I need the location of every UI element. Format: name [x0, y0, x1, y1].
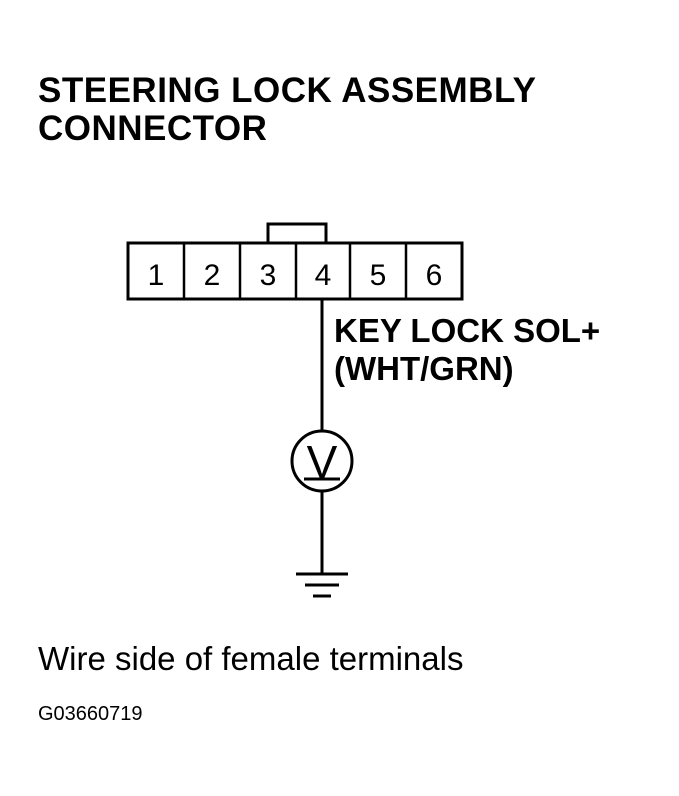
title-line-2: CONNECTOR — [38, 109, 268, 148]
terminal-2-label: 2 — [204, 259, 221, 292]
diagram-title: STEERING LOCK ASSEMBLY CONNECTOR — [38, 72, 536, 148]
wire-color: (WHT/GRN) — [334, 350, 514, 387]
figure-id: G03660719 — [38, 703, 143, 725]
wire-label: KEY LOCK SOL+ (WHT/GRN) — [334, 312, 600, 388]
terminal-4-label: 4 — [315, 259, 332, 292]
voltmeter-icon: V — [290, 429, 354, 493]
view-caption: Wire side of female terminals — [38, 640, 464, 677]
terminal-6-label: 6 — [426, 259, 443, 292]
ground-icon — [296, 572, 348, 598]
terminal-3-label: 3 — [260, 259, 277, 292]
connector-lock-tab — [266, 222, 328, 243]
terminal-1-label: 1 — [148, 259, 165, 292]
title-line-1: STEERING LOCK ASSEMBLY — [38, 71, 537, 110]
terminal-5-label: 5 — [370, 259, 387, 292]
wire-name: KEY LOCK SOL+ — [334, 312, 601, 349]
